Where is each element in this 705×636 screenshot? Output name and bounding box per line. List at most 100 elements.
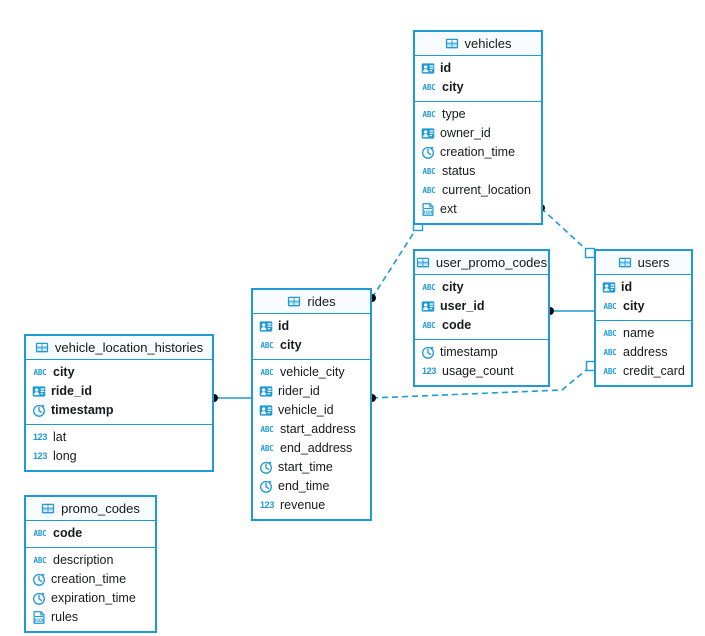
abc-icon: ABC [422,320,436,330]
field-name: user_id [440,299,485,314]
relationship-vehicle_location_histories-to-rides[interactable] [210,394,251,402]
clock-icon [421,346,435,360]
field-row: ABC code [26,524,155,543]
number-icon: 123 [421,366,437,376]
field-row: end_time [253,477,370,496]
id-card-icon [259,385,273,399]
field-row: timestamp [26,401,212,420]
id-card-icon [602,281,616,295]
field-name: lat [53,430,67,445]
table-icon [41,502,55,516]
field-name: revenue [280,498,326,513]
entity-header: users [596,251,691,275]
entity-title: user_promo_codes [435,255,548,270]
field-row: start_time [253,458,370,477]
entity-header: vehicles [415,32,541,56]
clock-icon [32,404,46,418]
field-name: expiration_time [51,591,136,606]
field-name: creation_time [51,572,127,587]
entity-header: user_promo_codes [415,251,548,275]
abc-icon: ABC [422,166,436,176]
field-name: end_address [280,441,353,456]
field-name: creation_time [440,145,516,160]
field-name: end_time [278,479,330,494]
field-name: code [53,526,83,541]
field-name: ride_id [51,384,92,399]
field-name: start_address [280,422,356,437]
field-row: creation_time [26,570,155,589]
number-icon: 123 [32,432,48,442]
field-name: ext [440,202,457,217]
json-icon: JSON [32,611,46,625]
entity-title: rides [307,294,336,309]
field-row: 123 usage_count [415,362,548,381]
field-name: owner_id [440,126,491,141]
field-row: 123 lat [26,428,212,447]
id-card-icon [32,385,46,399]
field-name: usage_count [442,364,514,379]
entity-title: promo_codes [61,501,140,516]
entity-header: promo_codes [26,497,155,521]
abc-icon: ABC [33,528,47,538]
abc-icon: ABC [260,424,274,434]
primary-key-group: ABC code [26,521,155,547]
clock-icon [259,480,273,494]
table-icon [445,37,459,51]
field-name: status [442,164,476,179]
abc-icon: ABC [260,367,274,377]
abc-icon: ABC [603,328,617,338]
field-name: start_time [278,460,333,475]
field-name: code [442,318,472,333]
field-row: vehicle_id [253,401,370,420]
field-row: user_id [415,297,548,316]
field-row: ABC start_address [253,420,370,439]
field-row: 123 revenue [253,496,370,515]
field-row: rider_id [253,382,370,401]
field-row: ABC type [415,105,541,124]
number-icon: 123 [259,500,275,510]
field-name: type [442,107,466,122]
field-row: id [253,317,370,336]
relationship-user_promo_codes-to-users[interactable] [546,307,594,315]
svg-text:JSON: JSON [423,210,434,216]
entity-title: vehicles [464,36,512,51]
id-card-icon [421,300,435,314]
abc-icon: ABC [422,109,436,119]
entity-header: vehicle_location_histories [26,336,212,360]
table-icon [416,256,430,270]
field-row: id [415,59,541,78]
clock-icon [421,146,435,160]
field-row: JSON ext [415,200,541,219]
entity-header: rides [253,290,370,314]
field-name: id [278,319,290,334]
field-name: description [53,553,114,568]
field-name: address [623,345,668,360]
abc-icon: ABC [422,282,436,292]
field-name: city [442,80,464,95]
table-icon [287,295,301,309]
